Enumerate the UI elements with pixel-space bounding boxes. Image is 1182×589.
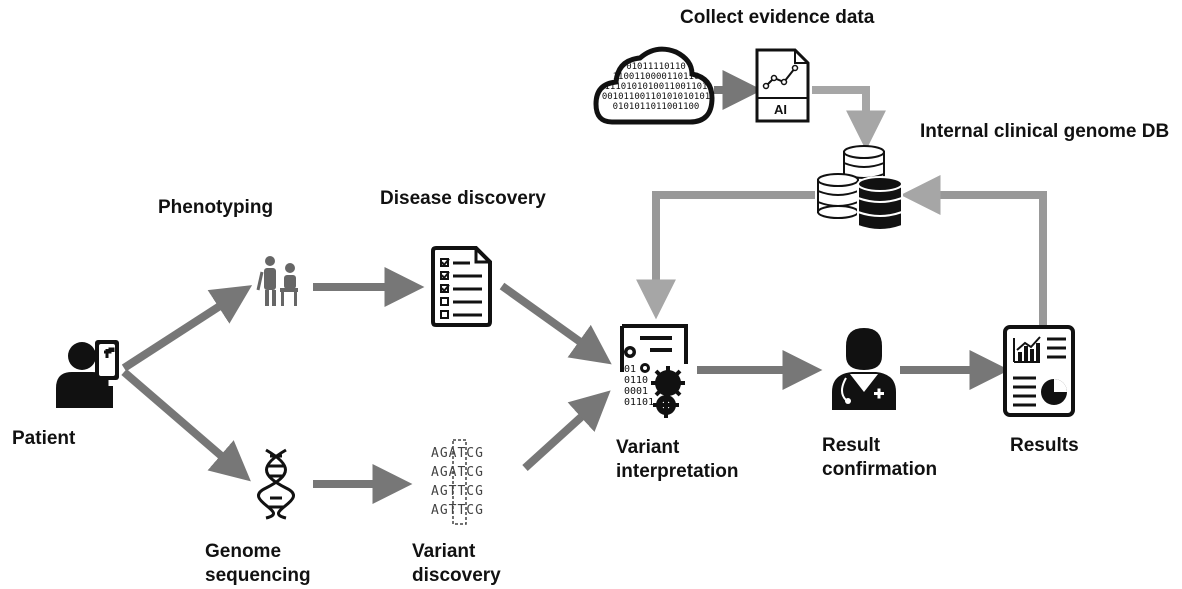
- checklist-icon: [431, 246, 492, 327]
- arrow-disease-to-interpretation: [499, 282, 612, 365]
- dna-icon: [257, 448, 295, 520]
- cloud-bits-line: 1100110000110110: [612, 72, 700, 82]
- sequence-line: AGTTCG: [431, 503, 484, 518]
- doctor-icon: [832, 328, 896, 410]
- label-internal-db: Internal clinical genome DB: [920, 121, 1170, 142]
- interp-bits-line: 0001: [624, 386, 649, 397]
- arrow-db-to-interpretation: [636, 191, 815, 320]
- ai-label: AI: [774, 102, 787, 117]
- label-line: Variant: [412, 541, 476, 562]
- label-line: interpretation: [616, 461, 739, 482]
- cloud-icon: [593, 46, 715, 125]
- label-line: Variant: [616, 437, 680, 458]
- label-line: confirmation: [822, 459, 938, 480]
- label-phenotyping: Phenotyping: [158, 197, 274, 218]
- ai-document-icon: [755, 48, 810, 123]
- label-line: sequencing: [205, 565, 311, 586]
- interp-bits-line: 0110: [624, 375, 649, 386]
- label-result-confirmation: Result confirmation: [822, 434, 937, 482]
- sequence-line: AGTTCG: [431, 484, 484, 499]
- cloud-bits-line: 1110101010011001101: [604, 82, 708, 92]
- interpretation-bits: 01 0110 0001 01101: [624, 364, 654, 408]
- label-variant-interpretation: Variant interpretation: [616, 436, 738, 484]
- label-results: Results: [1010, 435, 1079, 456]
- label-line: discovery: [412, 565, 501, 586]
- label-patient: Patient: [12, 428, 76, 449]
- sequence-highlight-box: [452, 439, 467, 525]
- cloud-bits-line: 0101011011001100: [612, 102, 700, 112]
- report-icon: [1003, 325, 1075, 417]
- label-genome-sequencing: Genome sequencing: [205, 540, 311, 588]
- cloud-bits-line: 00101100110101010101: [601, 92, 711, 102]
- arrow-variant-to-interpretation: [522, 390, 611, 471]
- arrow-patient-to-phenotyping: [121, 285, 253, 372]
- cloud-bits: 01011110110 1100110000110110 11101010100…: [600, 62, 712, 112]
- interp-bits-line: 01: [624, 364, 637, 375]
- label-collect-evidence: Collect evidence data: [680, 7, 875, 28]
- sequence-line: AGATCG: [431, 465, 484, 480]
- label-variant-discovery: Variant discovery: [412, 540, 501, 588]
- arrow-ai-to-db: [812, 86, 886, 151]
- label-line: Result: [822, 435, 881, 456]
- arrow-results-to-db: [900, 175, 1047, 325]
- database-icon: [817, 145, 903, 231]
- sequence-line: AGATCG: [431, 446, 484, 461]
- arrows: [121, 70, 1047, 504]
- cloud-bits-line: 01011110110: [626, 62, 686, 72]
- label-disease-discovery: Disease discovery: [380, 188, 546, 209]
- phenotyping-icon: [256, 256, 298, 306]
- gears-icon: [620, 324, 688, 418]
- patient-icon: [56, 340, 119, 408]
- interp-bits-line: 01101: [624, 397, 655, 408]
- label-line: Genome: [205, 541, 282, 562]
- sequence-icon: AGATCG AGATCG AGTTCG AGTTCG: [431, 444, 484, 520]
- arrow-patient-to-sequencing: [121, 368, 251, 482]
